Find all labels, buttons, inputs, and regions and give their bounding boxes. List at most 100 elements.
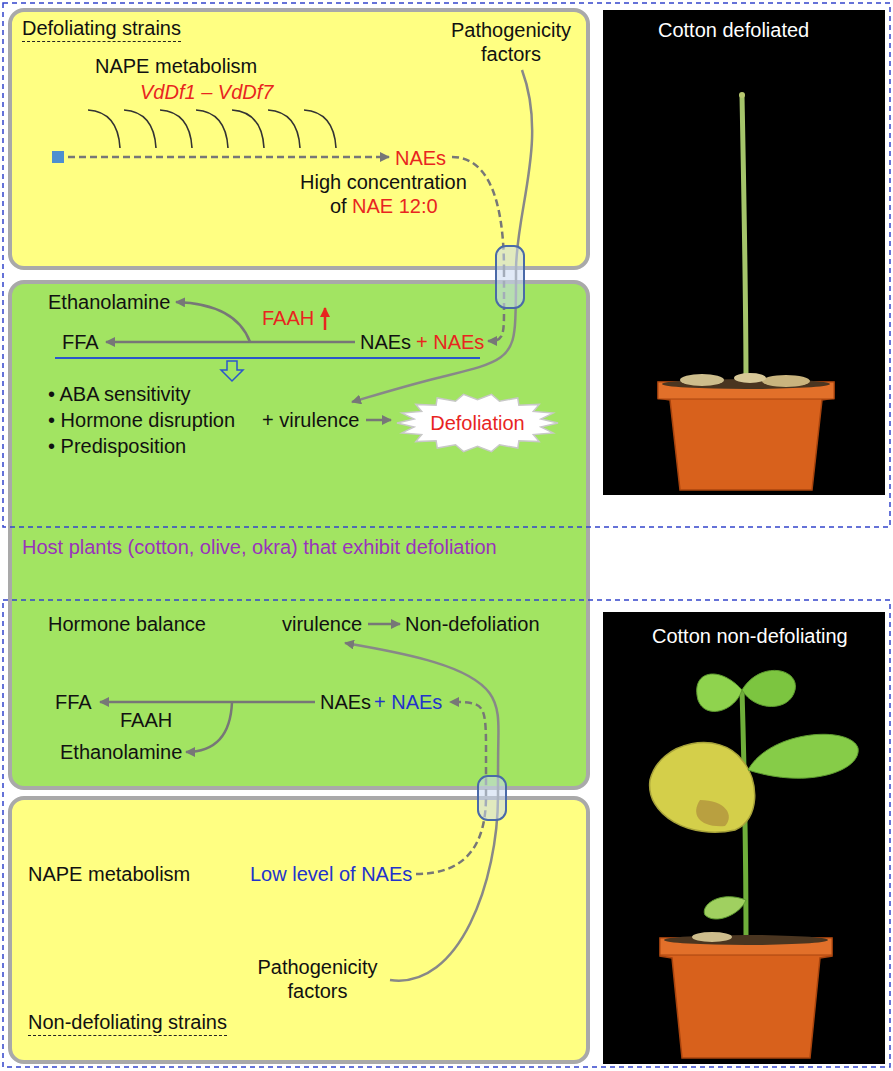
defoliated-plant <box>658 92 834 490</box>
flow-arrow <box>450 702 486 796</box>
metabolite-label: Ethanolamine <box>48 290 170 314</box>
flow-arrow <box>352 270 516 402</box>
process-label: NAPE metabolism <box>95 54 257 78</box>
text-holder: NAPE metabolism <box>95 54 257 78</box>
pot-rim <box>660 938 832 955</box>
text-holder: Defoliation <box>430 411 525 435</box>
text-holder: + NAEs <box>374 690 442 714</box>
pathway-steps <box>88 110 336 148</box>
text-holder: Hormone balance <box>48 612 206 636</box>
process-label: Pathogenicity factors <box>442 18 580 66</box>
text-holder: • ABA sensitivity <box>48 382 191 406</box>
metabolite-label: Ethanolamine <box>60 740 182 764</box>
text-holder: + virulence <box>262 408 359 432</box>
metabolite-label: NAEs <box>360 330 411 354</box>
nae-export-line <box>452 157 504 270</box>
metabolite-label: Low level of NAEs <box>250 862 412 886</box>
text-holder: virulence <box>282 612 362 636</box>
membrane-channel <box>496 246 524 308</box>
plant-stem <box>742 690 746 940</box>
note-text: High concentration <box>300 170 467 194</box>
enzyme-label: FAAH <box>262 306 314 330</box>
effect-bullet: • Predisposition <box>48 434 186 458</box>
text-holder: Ethanolamine <box>60 740 182 764</box>
defoliation-burst: Defoliation <box>395 392 560 454</box>
pathogenicity-line <box>516 70 532 270</box>
text-holder: • Predisposition <box>48 434 186 458</box>
photo-caption: Cotton non-defoliating <box>652 624 848 648</box>
fallen-leaf <box>762 375 810 387</box>
metabolite-label: NAEs <box>395 146 446 170</box>
text-holder: Cotton defoliated <box>658 18 809 42</box>
effect-arrow <box>366 419 391 422</box>
metabolite-label: FFA <box>55 690 92 714</box>
text-holder: • Hormone disruption <box>48 408 235 432</box>
pot-rim <box>658 382 834 399</box>
text-holder: Non-defoliating strains <box>28 1010 227 1036</box>
section-frame <box>3 600 890 1067</box>
text-holder: NAPE metabolism <box>28 862 190 886</box>
pathway-step <box>232 110 264 148</box>
text-holder: Non-defoliation <box>405 612 540 636</box>
metabolite-label: NAEs <box>320 690 371 714</box>
substrate-square <box>52 151 64 163</box>
text-holder: Ethanolamine <box>48 290 170 314</box>
process-label: Pathogenicity factors <box>250 955 385 1003</box>
pathway-arrow <box>68 156 389 159</box>
flow-arrow <box>345 643 498 796</box>
leaf-patch <box>696 800 729 826</box>
text-holder: Pathogenicity factors <box>442 18 580 66</box>
gene-label: VdDf1 – VdDf7 <box>140 80 273 104</box>
pot-soil <box>662 379 830 389</box>
text-holder: Low level of NAEs <box>250 862 412 886</box>
reaction-branch <box>186 702 232 752</box>
metabolite-label: + NAEs <box>416 330 484 354</box>
strain-panel: NAPE metabolism Low level of NAEsPathogen… <box>8 796 590 1064</box>
leaf-stalk <box>712 783 744 790</box>
text-holder: Defoliating strains <box>22 16 181 42</box>
effect-arrow <box>368 623 400 626</box>
text-holder: NAE 12:0 <box>352 194 438 218</box>
panel-heading: Defoliating strains <box>22 16 181 42</box>
reaction-arrow <box>106 341 355 344</box>
effect-label: virulence <box>282 612 362 636</box>
metabolite-label: FFA <box>62 330 99 354</box>
flower-pot <box>658 382 834 490</box>
pot-soil <box>664 935 828 945</box>
host-panel: DefoliationEthanolamineFAAHFFANAEs+ NAEs… <box>8 280 590 790</box>
green-leaf <box>697 674 742 711</box>
hollow-down-arrow <box>221 361 243 381</box>
reaction-arrow <box>100 701 315 704</box>
text-holder: + NAEs <box>416 330 484 354</box>
text-holder: FFA <box>55 690 92 714</box>
green-leaf <box>704 897 746 919</box>
outcome-label: Non-defoliation <box>405 612 540 636</box>
text-holder: NAEs <box>395 146 446 170</box>
enzyme-label: FAAH <box>120 708 172 732</box>
fallen-leaf <box>680 374 724 386</box>
text-holder: NAEs <box>320 690 371 714</box>
outcome-label: Defoliation <box>430 411 525 435</box>
photo-caption: Cotton defoliated <box>658 18 809 42</box>
text-holder: FFA <box>62 330 99 354</box>
plant-tip <box>739 92 745 98</box>
process-label: NAPE metabolism <box>28 862 190 886</box>
text-holder: of <box>330 194 347 218</box>
photo-panel: Cotton non-defoliating <box>603 612 885 1064</box>
effect-label: Hormone balance <box>48 612 206 636</box>
flow-arrow <box>488 270 504 341</box>
nae-export-line <box>416 796 486 874</box>
effect-bullet: • ABA sensitivity <box>48 382 191 406</box>
plant-stem <box>742 95 746 384</box>
panel-heading: Non-defoliating strains <box>28 1010 227 1036</box>
section-frame <box>3 3 890 527</box>
strain-panel: Defoliating strainsNAPE metabolismVdDf1 … <box>8 8 590 270</box>
flower-pot <box>660 938 832 1058</box>
panel-heading: Host plants (cotton, olive, okra) that e… <box>22 535 512 559</box>
pathway-step <box>304 110 336 148</box>
text-holder: Host plants (cotton, olive, okra) that e… <box>22 535 512 559</box>
pathogenicity-line <box>390 796 498 981</box>
text-holder: VdDf1 – VdDf7 <box>140 80 273 104</box>
text-holder: Cotton non-defoliating <box>652 624 848 648</box>
note-text: of <box>330 194 347 218</box>
